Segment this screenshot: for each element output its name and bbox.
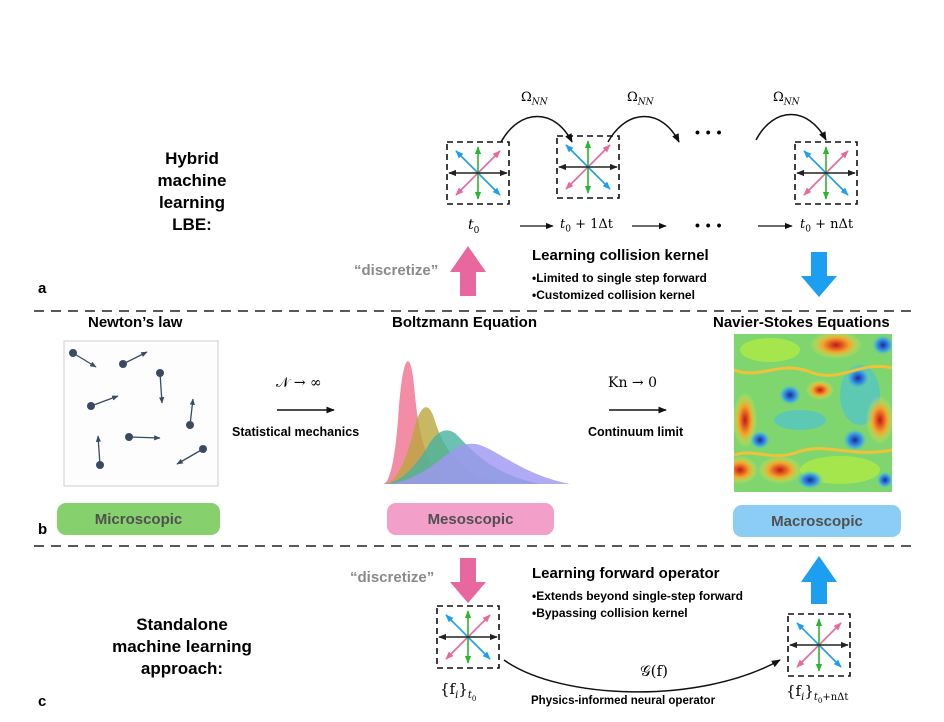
method-bullets-c: •Extends beyond single-step forward •Byp…: [532, 589, 743, 620]
method-title-a: Learning collision kernel: [532, 247, 709, 264]
panel-a-heading: Hybrid machine learning LBE:: [157, 149, 227, 234]
macro-up-arrow-c: [801, 556, 837, 604]
time-tn: t0 + nΔt: [800, 217, 854, 235]
limit1-label: 𝒩 → ∞: [276, 375, 322, 391]
operator-caption: Physics-informed neural operator: [531, 695, 716, 707]
scale-badge-microscopic: Microscopic: [57, 503, 220, 535]
method-title-c: Learning forward operator: [532, 565, 720, 582]
distribution-curves: [383, 361, 570, 484]
macro-down-arrow-a: [801, 252, 837, 297]
panel-a-letter: a: [38, 280, 47, 297]
discretize-up-arrow-a: [450, 246, 486, 296]
particles-box: [63, 340, 219, 487]
discretize-label-c: “discretize”: [350, 569, 435, 586]
scale-badge-mesoscopic: Mesoscopic: [387, 503, 554, 535]
panel-c-letter: c: [38, 693, 47, 710]
lattice-icon-t1: [557, 136, 619, 198]
omega-label-3: ΩNN: [773, 90, 800, 108]
discretize-label-a: “discretize”: [354, 262, 439, 279]
boltzmann-title: Boltzmann Equation: [392, 314, 537, 331]
state-end: {fi}t0+nΔt: [786, 682, 849, 705]
lattice-icon-c-start: [437, 606, 499, 668]
operator-arc: [503, 659, 781, 693]
collision-arc-2: [607, 115, 680, 143]
navier-title: Navier-Stokes Equations: [713, 314, 890, 331]
collision-arc-1: [500, 115, 573, 143]
particles: [69, 349, 207, 469]
lattice-icon-tn: [795, 142, 857, 204]
method-bullets-a: •Limited to single step forward •Customi…: [532, 271, 707, 302]
ellipsis-top: • • •: [695, 124, 723, 140]
omega-label-2: ΩNN: [627, 90, 654, 108]
turbulence-field: [734, 334, 892, 492]
scale-badge-macroscopic: Macroscopic: [733, 505, 901, 537]
limit2-caption: Continuum limit: [588, 425, 684, 439]
newton-title: Newton’s law: [88, 314, 183, 331]
collision-arc-3: [755, 113, 827, 141]
time-t0: t0: [468, 217, 480, 236]
omega-label-1: ΩNN: [521, 90, 548, 108]
panel-c-heading: Standalone machine learning approach:: [112, 615, 252, 678]
operator-label: 𝒢(f): [640, 662, 668, 680]
discretize-down-arrow-c: [450, 558, 486, 603]
ellipsis-bottom: • • •: [695, 217, 723, 233]
limit2-label: Kn → 0: [608, 375, 658, 391]
state-start: {fi}t0: [440, 680, 477, 703]
panel-b-letter: b: [38, 521, 48, 538]
time-t1: t0 + 1Δt: [560, 217, 614, 235]
limit1-caption: Statistical mechanics: [232, 425, 360, 439]
lattice-icon-t0: [447, 142, 509, 204]
lattice-icon-c-end: [788, 614, 850, 676]
